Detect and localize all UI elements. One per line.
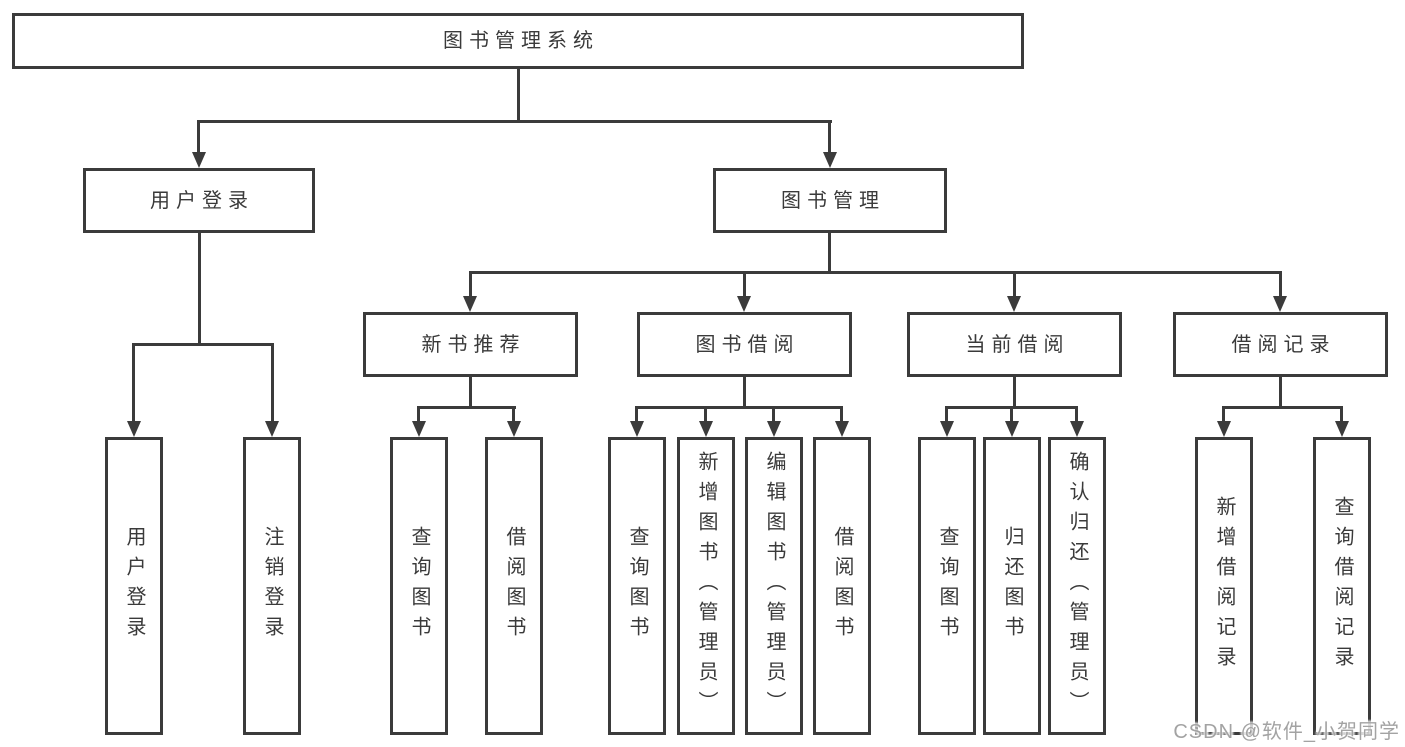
connector-line	[635, 406, 843, 409]
arrow-down-icon	[630, 421, 644, 437]
arrow-down-icon	[192, 152, 206, 168]
node-label: 查询借阅记录	[1331, 496, 1353, 676]
node-current-borrowing: 当前借阅	[907, 312, 1122, 377]
leaf-borrow-books-recommend: 借阅图书	[485, 437, 543, 735]
node-book-borrowing: 图书借阅	[637, 312, 852, 377]
connector-line	[1013, 271, 1016, 298]
connector-line	[1222, 406, 1225, 423]
connector-line	[743, 271, 746, 298]
leaf-query-borrow-record: 查询借阅记录	[1313, 437, 1371, 735]
connector-line	[517, 69, 520, 120]
connector-line	[1010, 406, 1013, 423]
leaf-query-books-borrowing: 查询图书	[608, 437, 666, 735]
node-label: 查询图书	[408, 526, 430, 646]
leaf-add-book-admin: 新增图书（管理员）	[677, 437, 735, 735]
connector-line	[828, 233, 831, 274]
connector-line	[417, 406, 420, 423]
node-label: 新增借阅记录	[1213, 496, 1235, 676]
node-label: 编辑图书（管理员）	[763, 451, 785, 721]
node-label: 用户登录	[123, 526, 145, 646]
arrow-down-icon	[1273, 296, 1287, 312]
node-label: 借阅记录	[1231, 333, 1336, 356]
connector-line	[1013, 377, 1016, 408]
leaf-return-book: 归还图书	[983, 437, 1041, 735]
leaf-query-books-recommend: 查询图书	[390, 437, 448, 735]
connector-line	[417, 406, 516, 409]
node-label: 图书借阅	[695, 333, 800, 356]
connector-line	[635, 406, 638, 423]
node-new-book-recommend: 新书推荐	[363, 312, 578, 377]
node-label: 当前借阅	[965, 333, 1070, 356]
arrow-down-icon	[412, 421, 426, 437]
leaf-edit-book-admin: 编辑图书（管理员）	[745, 437, 803, 735]
connector-line	[1279, 271, 1282, 298]
arrow-down-icon	[940, 421, 954, 437]
arrow-down-icon	[835, 421, 849, 437]
connector-line	[828, 120, 831, 153]
connector-line	[132, 343, 135, 422]
connector-line	[469, 377, 472, 408]
connector-line	[1340, 406, 1343, 423]
connector-line	[945, 406, 948, 423]
connector-line	[198, 233, 201, 343]
connector-line	[1075, 406, 1078, 423]
node-label: 新书推荐	[421, 333, 526, 356]
connector-line	[1279, 377, 1282, 408]
node-label: 新增图书（管理员）	[695, 451, 717, 721]
connector-line	[840, 406, 843, 423]
leaf-user-login: 用户登录	[105, 437, 163, 735]
arrow-down-icon	[737, 296, 751, 312]
arrow-down-icon	[1335, 421, 1349, 437]
watermark-text: CSDN @软件_小贺同学	[1173, 721, 1400, 743]
leaf-borrow-books-borrowing: 借阅图书	[813, 437, 871, 735]
arrow-down-icon	[1005, 421, 1019, 437]
arrow-down-icon	[699, 421, 713, 437]
connector-line	[772, 406, 775, 423]
node-label: 图书管理	[781, 189, 885, 212]
node-label: 借阅图书	[503, 526, 525, 646]
leaf-add-borrow-record: 新增借阅记录	[1195, 437, 1253, 735]
arrow-down-icon	[823, 152, 837, 168]
connector-line	[132, 343, 274, 346]
node-library-management-system: 图书管理系统	[12, 13, 1024, 69]
node-book-management: 图书管理	[713, 168, 947, 233]
arrow-down-icon	[463, 296, 477, 312]
node-label: 借阅图书	[831, 526, 853, 646]
arrow-down-icon	[1217, 421, 1231, 437]
node-label: 注销登录	[261, 526, 283, 646]
node-label: 查询图书	[626, 526, 648, 646]
node-label: 查询图书	[936, 526, 958, 646]
leaf-confirm-return-admin: 确认归还（管理员）	[1048, 437, 1106, 735]
connector-line	[743, 377, 746, 408]
connector-line	[197, 120, 200, 153]
connector-line	[1222, 406, 1343, 409]
leaf-query-books-current: 查询图书	[918, 437, 976, 735]
node-label: 用户登录	[150, 189, 254, 212]
arrow-down-icon	[507, 421, 521, 437]
connector-line	[271, 343, 274, 422]
connector-line	[197, 120, 832, 123]
connector-line	[704, 406, 707, 423]
node-label: 图书管理系统	[443, 30, 599, 52]
arrow-down-icon	[767, 421, 781, 437]
arrow-down-icon	[1007, 296, 1021, 312]
arrow-down-icon	[1070, 421, 1084, 437]
node-user-login: 用户登录	[83, 168, 315, 233]
connector-line	[469, 271, 472, 298]
arrow-down-icon	[265, 421, 279, 437]
connector-line	[512, 406, 515, 423]
connector-line	[469, 271, 1282, 274]
leaf-logout: 注销登录	[243, 437, 301, 735]
arrow-down-icon	[127, 421, 141, 437]
node-label: 归还图书	[1001, 526, 1023, 646]
node-borrowing-records: 借阅记录	[1173, 312, 1388, 377]
node-label: 确认归还（管理员）	[1066, 451, 1088, 721]
